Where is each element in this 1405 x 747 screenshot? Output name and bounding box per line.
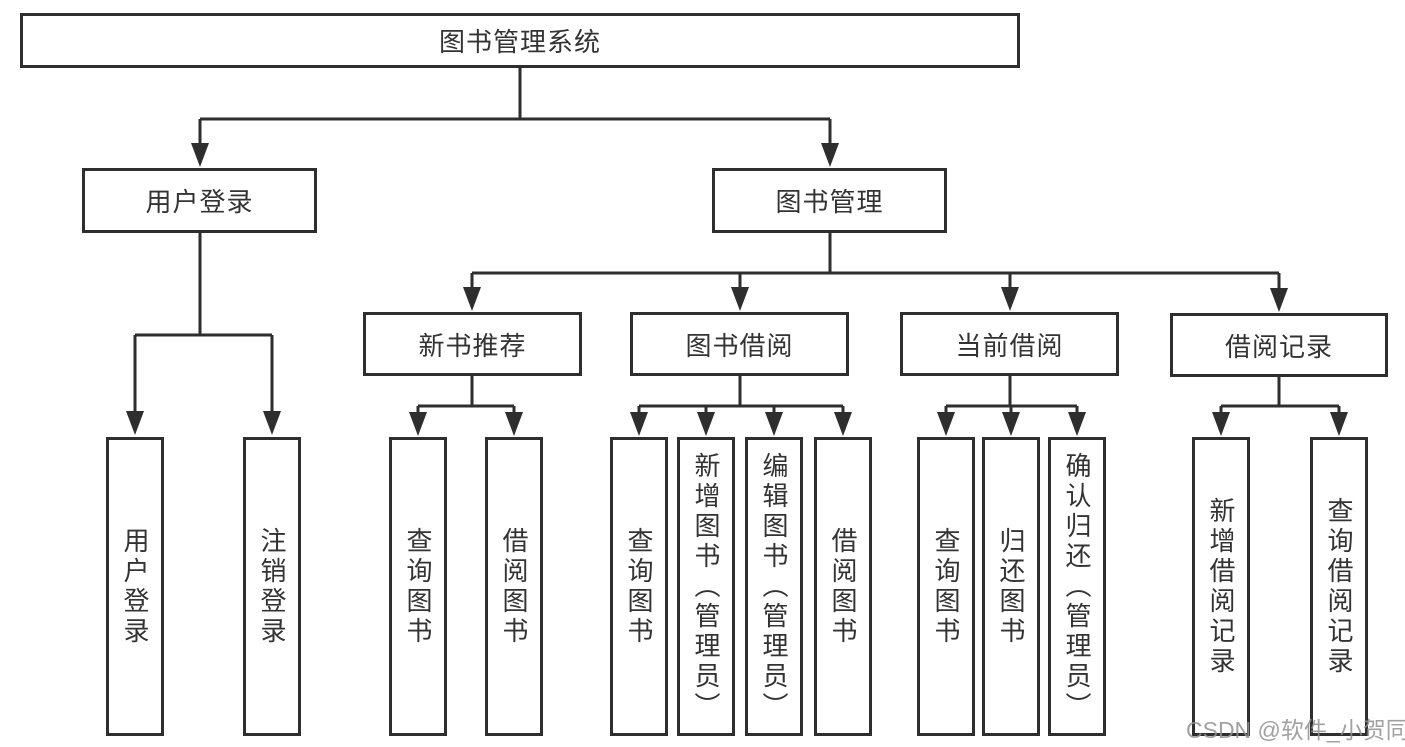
node-confirm-return-admin: 确认归还（管理员） xyxy=(1048,437,1106,736)
node-book-borrowing-label: 图书借阅 xyxy=(685,330,794,361)
node-add-borrow-record-label: 新增借阅记录 xyxy=(1206,496,1236,677)
node-borrow-books-label: 借阅图书 xyxy=(828,526,858,647)
node-current-borrowing: 当前借阅 xyxy=(900,312,1119,376)
node-book-management-label: 图书管理 xyxy=(775,187,884,217)
node-borrow-books-recommend: 借阅图书 xyxy=(485,437,543,736)
watermark: CSDN @软件_小贺同学 xyxy=(1186,717,1405,743)
node-confirm-return-admin-label: 确认归还（管理员） xyxy=(1062,451,1092,722)
node-query-books-borrowing: 查询图书 xyxy=(610,437,668,736)
node-user-login-leaf: 用户登录 xyxy=(106,437,164,736)
node-library-management-system-label: 图书管理系统 xyxy=(438,27,601,57)
node-current-borrowing-label: 当前借阅 xyxy=(955,330,1064,361)
node-query-borrow-record-label: 查询借阅记录 xyxy=(1324,496,1354,677)
node-return-books-label: 归还图书 xyxy=(996,526,1026,647)
node-add-books-admin-label: 新增图书（管理员） xyxy=(691,451,721,722)
node-query-books-current-label: 查询图书 xyxy=(931,526,961,647)
node-query-borrow-record: 查询借阅记录 xyxy=(1310,437,1368,736)
node-user-login-label: 用户登录 xyxy=(145,187,254,217)
node-query-books-current: 查询图书 xyxy=(917,437,975,736)
node-edit-books-admin: 编辑图书（管理员） xyxy=(745,437,803,736)
node-borrow-books: 借阅图书 xyxy=(814,437,872,736)
node-borrowing-records-label: 借阅记录 xyxy=(1224,331,1333,362)
node-new-book-recommend: 新书推荐 xyxy=(363,312,582,376)
node-book-borrowing: 图书借阅 xyxy=(630,312,849,376)
node-query-books-borrowing-label: 查询图书 xyxy=(624,526,654,647)
node-library-management-system: 图书管理系统 xyxy=(20,13,1020,68)
node-logout: 注销登录 xyxy=(243,437,301,736)
node-book-management: 图书管理 xyxy=(712,168,947,233)
node-user-login-leaf-label: 用户登录 xyxy=(120,526,150,647)
node-add-borrow-record: 新增借阅记录 xyxy=(1192,437,1250,736)
node-edit-books-admin-label: 编辑图书（管理员） xyxy=(759,451,789,722)
node-borrow-books-recommend-label: 借阅图书 xyxy=(499,526,529,647)
node-add-books-admin: 新增图书（管理员） xyxy=(677,437,735,736)
node-user-login: 用户登录 xyxy=(82,168,317,233)
node-logout-label: 注销登录 xyxy=(257,526,287,647)
node-query-books-recommend-label: 查询图书 xyxy=(403,526,433,647)
node-new-book-recommend-label: 新书推荐 xyxy=(418,330,527,361)
node-query-books-recommend: 查询图书 xyxy=(389,437,447,736)
node-return-books: 归还图书 xyxy=(982,437,1040,736)
node-borrowing-records: 借阅记录 xyxy=(1170,313,1388,377)
